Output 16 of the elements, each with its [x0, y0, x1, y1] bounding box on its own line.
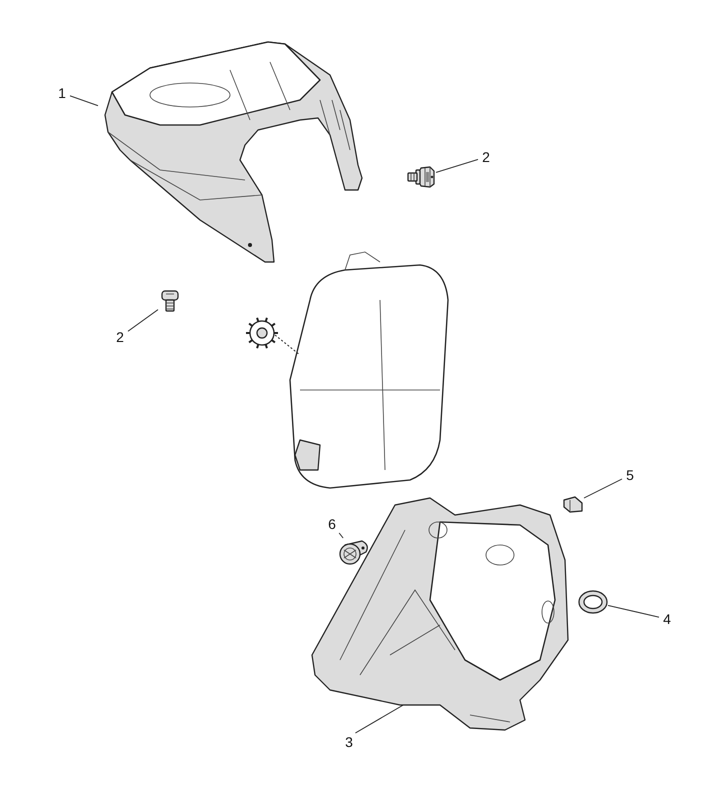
leader-line [354, 704, 406, 734]
callout-number: 2 [478, 148, 494, 166]
callout-number: 3 [341, 733, 357, 751]
callout-number: 6 [324, 515, 340, 533]
leader-line [338, 532, 344, 538]
ring-drawing [578, 588, 608, 616]
leader-line [70, 95, 98, 106]
leader-line [584, 478, 622, 498]
leader-line [608, 605, 660, 618]
callout-number: 2 [112, 328, 128, 346]
leader-line [128, 309, 158, 332]
callout-number: 4 [659, 610, 675, 628]
bolt-drawing [406, 164, 436, 190]
callout-number: 1 [54, 84, 70, 102]
leader-line [436, 159, 478, 173]
callout-number: 5 [622, 466, 638, 484]
